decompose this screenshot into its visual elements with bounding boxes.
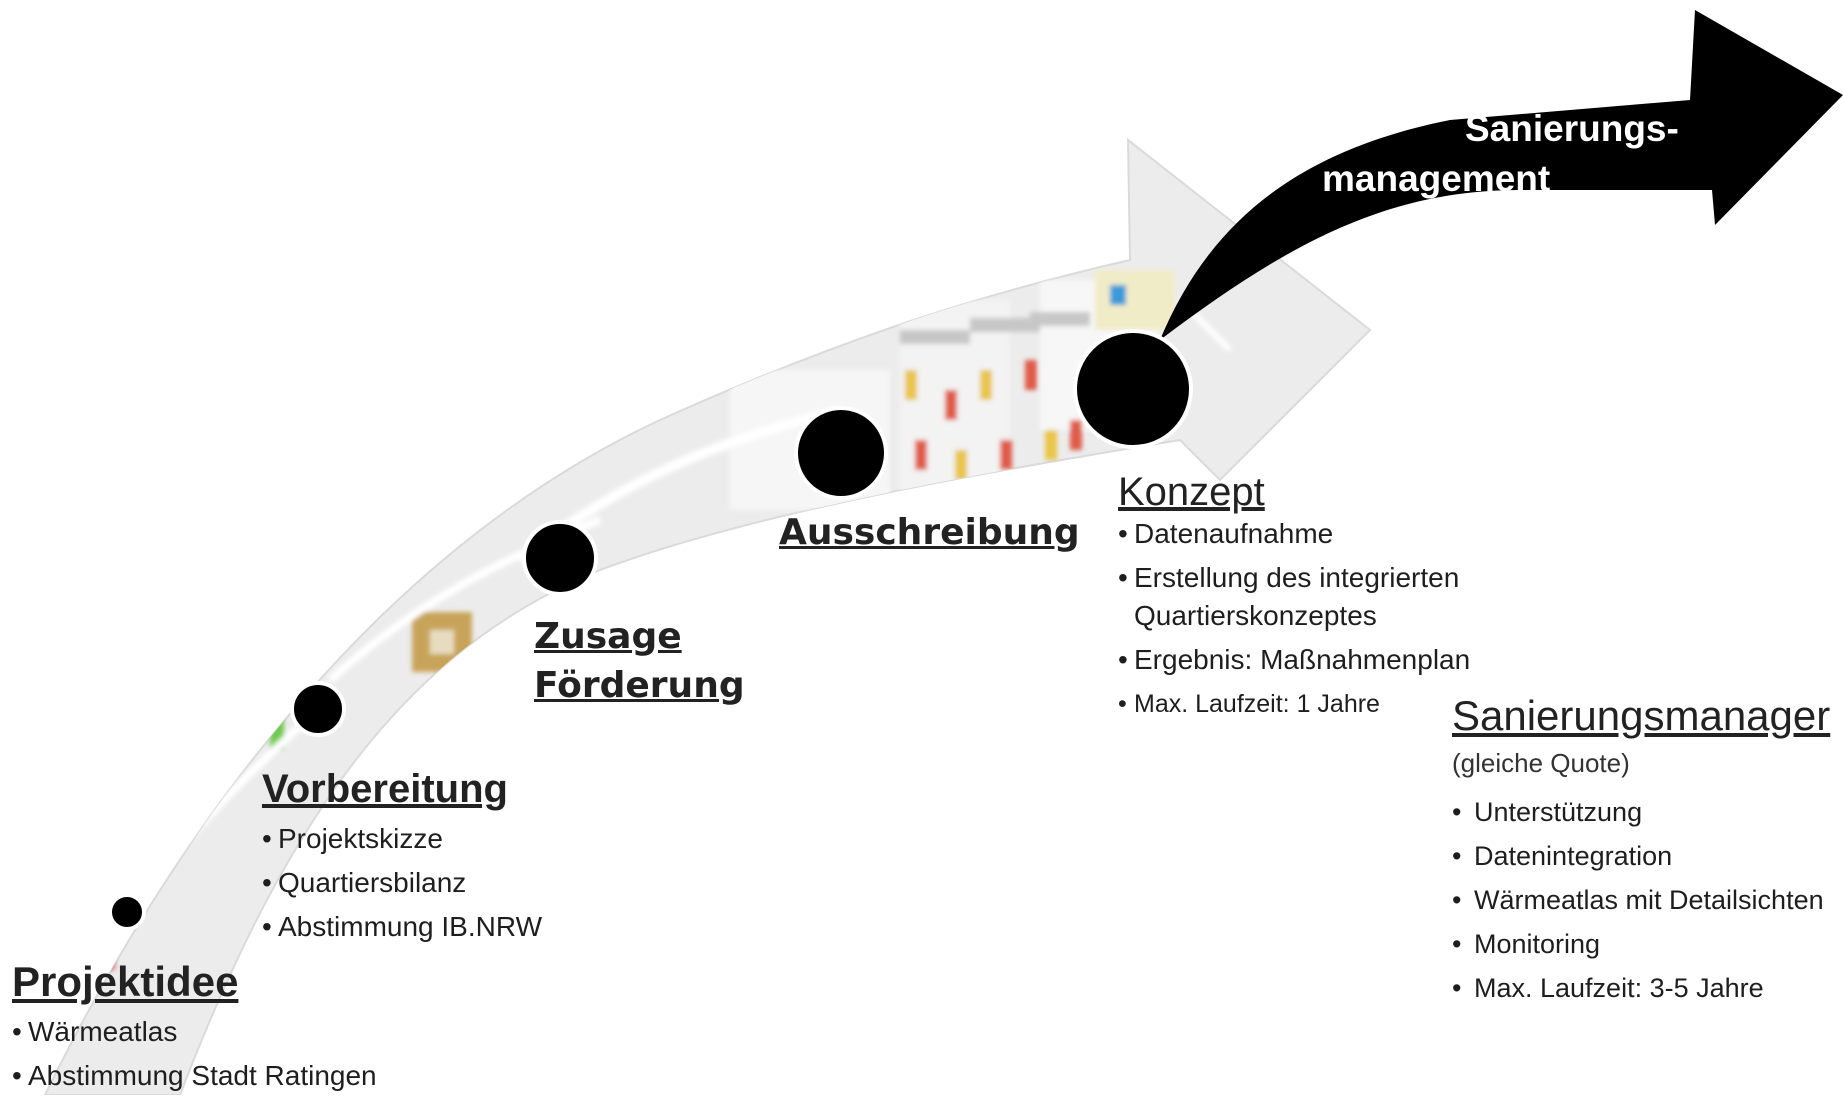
list-item: •Abstimmung IB.NRW: [262, 911, 542, 942]
list-item: •Wärmeatlas: [12, 1016, 178, 1047]
sanierungsmanager-subtitle: (gleiche Quote): [1452, 748, 1630, 778]
list-item: •Datenaufnahme: [1118, 518, 1334, 549]
list-item: •Quartiersbilanz: [262, 867, 467, 898]
stage-title-vorbereitung: Vorbereitung: [262, 767, 508, 811]
projektidee-list: •Wärmeatlas •Abstimmung Stadt Ratingen: [12, 1010, 377, 1098]
milestone-ausschreibung: [794, 406, 888, 500]
milestones: [108, 329, 1193, 931]
milestone-zusage: [522, 520, 598, 596]
arrow-label-line1: Sanierungs-: [1465, 108, 1679, 149]
sanierungsmanagement-arrow: [1160, 10, 1843, 340]
list-item: •Ergebnis: Maßnahmenplan: [1118, 644, 1471, 675]
list-item: •Unterstützung: [1452, 797, 1643, 827]
stage-title-zusage: Zusage: [534, 616, 682, 657]
milestone-vorbereitung: [290, 681, 346, 737]
konzept-list: •Datenaufnahme •Erstellung des integrier…: [1118, 518, 1470, 730]
milestone-projektidee: [108, 893, 146, 931]
stage-title-projektidee: Projektidee: [12, 958, 239, 1005]
list-item: •Max. Laufzeit: 3-5 Jahre: [1452, 973, 1764, 1003]
list-item: •Max. Laufzeit: 1 Jahre: [1118, 690, 1380, 718]
list-item: •Datenintegration: [1452, 841, 1673, 871]
stage-title-foerderung: Förderung: [534, 665, 745, 706]
list-item: •Erstellung des integrierten: [1118, 562, 1460, 593]
list-item: •Monitoring: [1452, 929, 1601, 959]
vorbereitung-list: •Projektskizze •Quartiersbilanz •Abstimm…: [262, 817, 542, 949]
list-item: Quartierskonzeptes: [1134, 600, 1377, 631]
milestone-konzept: [1073, 329, 1193, 449]
list-item: •Wärmeatlas mit Detailsichten: [1452, 885, 1824, 915]
arrow-label-line2: management: [1322, 158, 1551, 199]
stage-title-ausschreibung: Ausschreibung: [779, 512, 1080, 553]
stage-title-sanierungsmanager: Sanierungsmanager: [1452, 692, 1831, 739]
list-item: •Abstimmung Stadt Ratingen: [12, 1060, 377, 1091]
sanierungsmanager-list: •Unterstützung •Datenintegration •Wärmea…: [1452, 790, 1824, 1010]
stage-title-konzept: Konzept: [1118, 470, 1265, 514]
list-item: •Projektskizze: [262, 823, 443, 854]
